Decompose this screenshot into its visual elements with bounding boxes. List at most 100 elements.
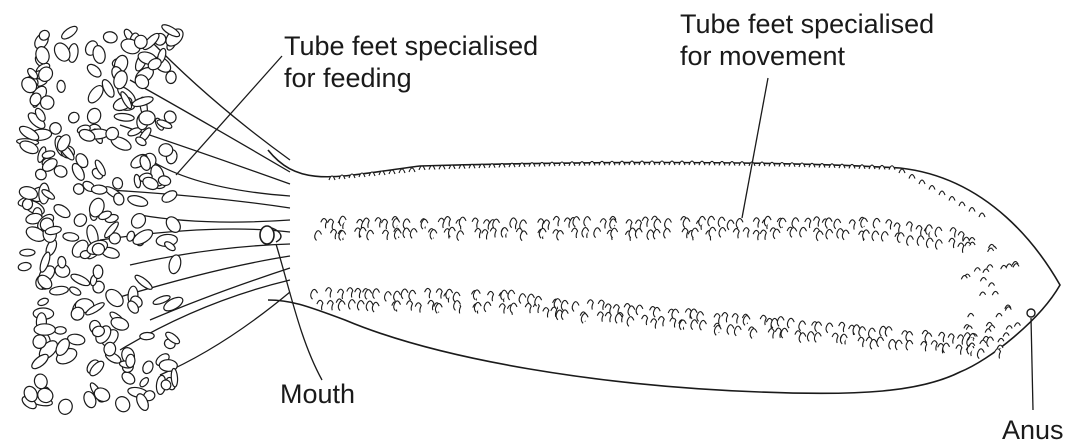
movement-tube-foot [925,333,932,343]
feeding-tube-foot [49,285,69,296]
movement-tube-foot [490,228,496,238]
tail-tube-foot [983,269,989,273]
movement-tube-foot [553,216,559,226]
tentacle-stalk [150,268,290,320]
movement-tube-foot [849,220,855,230]
tail-tube-foot [1003,333,1009,337]
movement-tube-foot [906,222,912,232]
movement-tube-foot [642,217,648,227]
movement-tube-foot [736,219,743,229]
movement-tube-foot [605,312,611,322]
movement-tube-foot [598,300,604,310]
movement-tube-foot [781,328,788,338]
movement-tube-foot [382,219,388,229]
movement-tube-foot [582,228,589,238]
movement-tube-foot [428,300,434,310]
feeding-tube-foot [135,35,148,48]
movement-tube-foot [777,317,784,327]
movement-tube-foot [525,303,531,313]
movement-tube-foot [873,218,880,228]
movement-tube-foot [349,300,356,310]
movement-tube-foot [826,323,833,333]
dorsal-tube-foot [399,169,405,173]
feeding-tube-foot [20,249,35,256]
movement-tube-foot [805,218,811,228]
tail-tube-foot [968,313,974,317]
dorsal-tube-foot [949,197,955,201]
dorsal-tube-foot [919,180,925,184]
dorsal-tube-foot [679,161,685,165]
dorsal-tube-foot [409,168,415,172]
tail-tube-feet [961,237,1020,349]
feeding-tube-foot [57,398,74,416]
movement-tube-foot [482,230,488,240]
movement-tube-foot [564,218,570,228]
movement-tube-foot [907,236,914,246]
movement-tube-foot [921,342,927,352]
movement-tube-foot [626,220,632,230]
tail-tube-foot [987,265,993,269]
movement-tube-foot [760,315,766,325]
movement-tube-foot [799,321,806,331]
movement-tube-foot [807,332,814,342]
label-movement-tube-feet: Tube feet specialised for movement [680,8,934,72]
dorsal-tube-foot [669,161,675,165]
dorsal-tube-foot [909,175,915,179]
movement-tube-foot [328,219,334,229]
movement-tube-foot [628,306,635,316]
movement-tube-foot [773,229,780,239]
movement-tube-foot [493,219,500,229]
tentacle-stalk [140,215,290,222]
movement-tube-foot [832,333,838,343]
feeding-tube-foot [93,265,103,278]
movement-tube-foot [683,218,690,228]
feeding-tube-foot [85,62,103,79]
dorsal-tube-foot [969,208,975,212]
movement-tube-foot [691,320,698,330]
movement-tube-foot [958,335,964,345]
movement-tube-foot [697,312,704,322]
movement-tube-foot [790,228,797,238]
movement-tube-foot [488,291,494,301]
movement-tube-foot [814,333,821,343]
movement-tube-foot [775,328,781,338]
movement-tube-foot [520,220,527,230]
movement-tube-foot [615,314,622,324]
movement-tube-foot [561,300,568,310]
movement-tube-foot [519,294,526,304]
movement-tube-foot [799,333,806,343]
movement-tube-foot [935,227,942,237]
movement-tube-foot [587,300,593,310]
movement-tube-foot [743,316,750,326]
movement-tube-foot [520,231,527,241]
movement-tube-foot [629,228,636,238]
movement-tube-foot [326,288,332,298]
feeding-tube-foot [18,262,32,272]
movement-tube-foot [708,216,715,226]
movement-tube-foot [543,308,549,318]
movement-tube-foot [597,312,603,322]
movement-tube-foot [654,219,661,229]
feeding-tube-foot [85,107,102,126]
label-mouth: Mouth [280,378,355,410]
movement-tube-foot [359,227,366,237]
movement-tube-foot [734,326,741,336]
movement-tube-foot [950,228,956,238]
movement-tube-foot [357,301,364,311]
movement-tube-foot [750,329,757,339]
movement-tube-foot [484,302,491,312]
movement-tube-foot [987,337,994,347]
movement-tube-foot [627,317,634,327]
movement-tube-foot [889,340,896,350]
movement-tube-foot [457,231,464,241]
movement-tube-foot [635,229,642,239]
movement-tube-foot [444,217,450,227]
dorsal-tube-foot [619,161,625,165]
movement-tube-foot [658,317,664,327]
movement-tube-foot [421,219,428,229]
movement-tube-foot [743,228,749,238]
movement-tube-foot [499,304,505,314]
label-movement-line2: for movement [680,40,934,72]
feeding-tube-foot [103,286,127,310]
movement-tube-foot [510,303,517,313]
